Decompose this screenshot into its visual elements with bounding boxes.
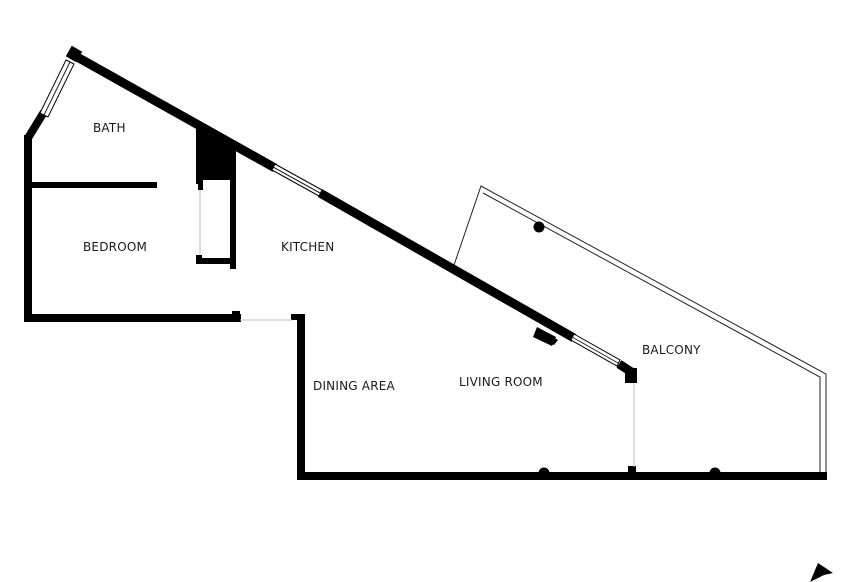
interior-walls [28,126,558,346]
room-label-bedroom: BEDROOM [83,240,148,254]
room-label-kitchen: KITCHEN [281,240,335,254]
room-label-living-room: LIVING ROOM [459,375,543,389]
exterior-walls [24,45,827,480]
windows [39,59,621,367]
columns [533,221,721,479]
balcony-column-bottom [709,467,721,479]
balcony-railing [452,185,827,476]
balcony-column [533,221,545,233]
room-label-bath: BATH [93,121,126,135]
room-label-balcony: BALCONY [642,343,701,357]
north-arrow-icon [810,563,833,582]
room-label-dining-area: DINING AREA [313,379,395,393]
living-column [538,467,550,479]
